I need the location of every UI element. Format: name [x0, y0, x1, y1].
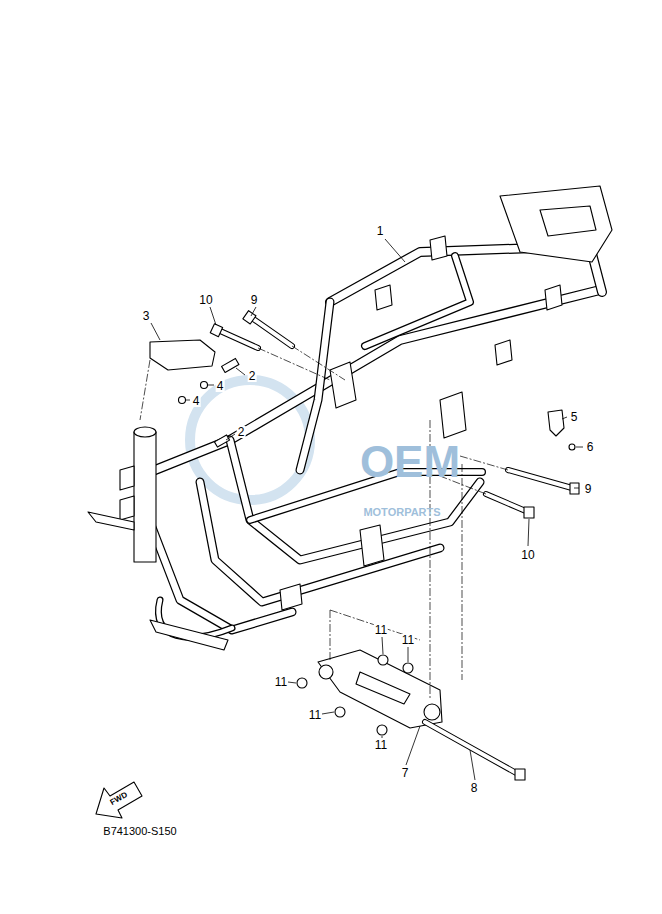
callout-number: 11 [374, 624, 388, 636]
callout-number: 3 [142, 310, 151, 322]
callout-number: 11 [308, 709, 322, 721]
callout-number: 2 [248, 370, 257, 382]
frame-tubes [150, 246, 602, 637]
callout-number: 11 [374, 739, 388, 751]
diagram-code: B741300-S150 [102, 826, 177, 837]
callout-number: 9 [584, 483, 593, 495]
callout-number: 1 [376, 225, 385, 237]
forward-arrow [96, 782, 142, 818]
small-parts [150, 311, 579, 518]
callout-number: 2 [237, 426, 246, 438]
direction-text: FWD [108, 790, 130, 807]
callout-number: 7 [401, 767, 410, 779]
gussets [280, 236, 562, 610]
callout-number: 4 [192, 395, 201, 407]
callout-number: 11 [274, 676, 288, 688]
watermark: OEM [359, 440, 461, 484]
callout-number: 4 [216, 380, 225, 392]
rear-bracket [500, 186, 612, 262]
engine-mount [297, 650, 525, 780]
callout-number: 9 [250, 294, 259, 306]
callout-number: 6 [586, 441, 595, 453]
callout-number: 10 [520, 549, 535, 561]
alignment-lines [140, 346, 508, 700]
callout-number: 8 [470, 782, 479, 794]
headstock [88, 427, 228, 650]
watermark: MOTORPARTS [362, 507, 441, 518]
callout-number: 11 [401, 634, 415, 646]
callout-number: 10 [198, 294, 213, 306]
leader-lines [151, 239, 583, 780]
callout-number: 5 [570, 411, 579, 423]
